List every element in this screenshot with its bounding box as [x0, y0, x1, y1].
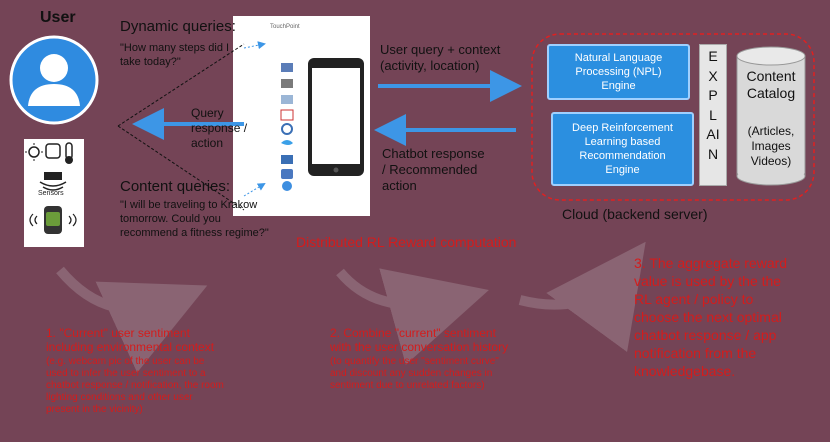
step1-title: 1. "Current" user sentiment including en…: [46, 326, 215, 354]
sensor-chip-icon: [44, 172, 62, 180]
sensors-label: Sensors: [38, 190, 64, 197]
sensor-device-icon: [45, 143, 61, 159]
dynamic-queries-example: "How many steps did I take today?": [120, 42, 230, 68]
smartphone-icon: [308, 58, 364, 176]
step3-text: 3. The aggregate reward value is used by…: [634, 255, 788, 379]
chatbot-response-label: Chatbot response / Recommended action: [382, 146, 485, 193]
step2-detail: (to quantify the user "sentiment curve" …: [330, 356, 499, 391]
nlp-engine-box: Natural Language Processing (NPL) Engine: [547, 44, 690, 100]
flow-curve-arrows: [56, 241, 646, 373]
content-queries-example: "I will be traveling to Krakow tomorrow.…: [120, 199, 269, 239]
query-response-label: Query response / action: [191, 106, 248, 150]
reward-title: Distributed RL Reward computation: [296, 234, 517, 250]
content-queries-heading: Content queries:: [120, 178, 231, 195]
user-title: User: [40, 9, 76, 26]
app-connector-lines: [243, 41, 266, 197]
sensors-panel: [24, 139, 84, 247]
user-avatar-icon: [9, 35, 99, 125]
explain-box: EXPLAIN: [699, 44, 727, 186]
cloud-label: Cloud (backend server): [562, 206, 708, 222]
drl-recommendation-engine-box: Deep Reinforcement Learning based Recomm…: [551, 112, 694, 186]
app-icons-column: [280, 63, 294, 191]
explain-label: EXPLAIN: [706, 48, 720, 162]
touchpoint-label: TouchPoint: [270, 24, 300, 30]
step2-title: 2. Combine "current" sentiment with the …: [330, 326, 509, 354]
content-catalog-subtitle: (Articles, Images Videos): [747, 124, 795, 168]
sun-icon: [28, 146, 40, 158]
step1-detail: (e.g. webcam pic of the user can be used…: [46, 356, 224, 415]
content-catalog-title: Content Catalog: [746, 68, 796, 101]
content-catalog-cylinder: [736, 46, 806, 186]
cloud-boundary: [531, 33, 815, 201]
user-query-context-label: User query + context (activity, location…: [380, 42, 501, 73]
dynamic-queries-heading: Dynamic queries:: [120, 18, 236, 35]
